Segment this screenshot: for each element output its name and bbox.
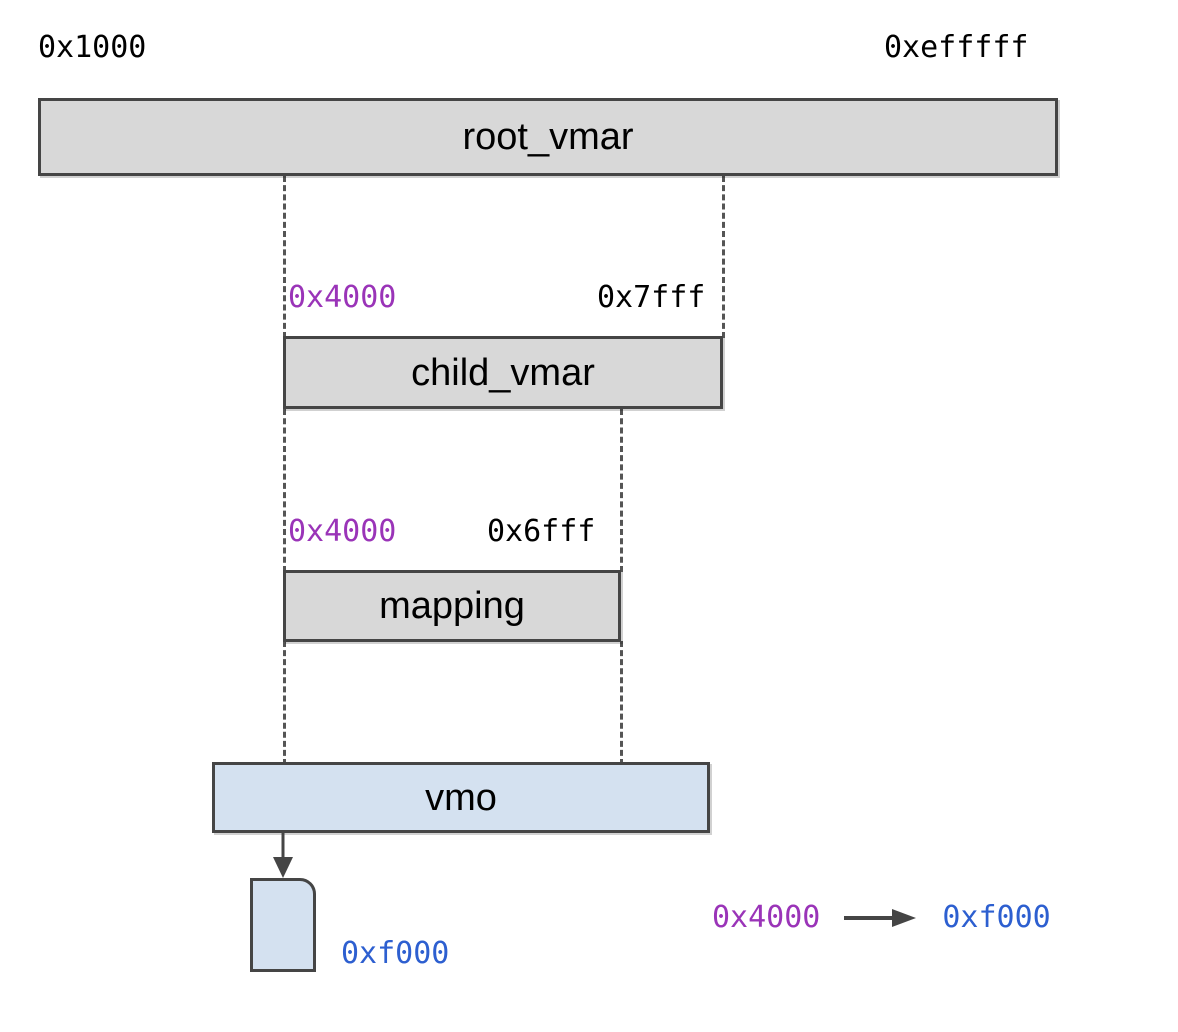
box-label-vmo: vmo: [425, 776, 497, 819]
box-label-mapping: mapping: [379, 585, 525, 627]
box-label-child-vmar: child_vmar: [411, 351, 595, 394]
address-label-mapping-end: 0x6fff: [487, 514, 596, 549]
box-page[interactable]: [250, 878, 316, 972]
address-label-page: 0xf000: [341, 936, 450, 971]
box-mapping[interactable]: mapping: [283, 570, 621, 642]
guide-line-right-lower: [620, 641, 623, 765]
guide-line-left-lower: [283, 641, 286, 765]
legend-to-address: 0xf000: [942, 900, 1051, 935]
box-vmo[interactable]: vmo: [212, 762, 710, 833]
address-label-root-end: 0xefffff: [884, 30, 1029, 65]
guide-line-left-middle: [283, 409, 286, 572]
address-label-root-start: 0x1000: [38, 30, 147, 65]
address-label-child-vmar-end: 0x7fff: [597, 280, 706, 315]
address-label-child-vmar-start: 0x4000: [288, 280, 397, 315]
guide-line-left-upper: [283, 176, 286, 338]
legend: 0x4000 0xf000: [712, 903, 1051, 933]
guide-line-right-middle: [620, 409, 623, 572]
box-label-root-vmar: root_vmar: [462, 116, 634, 158]
box-root-vmar[interactable]: root_vmar: [38, 98, 1058, 176]
box-child-vmar[interactable]: child_vmar: [283, 336, 723, 409]
guide-line-right-upper: [722, 176, 725, 338]
right-arrow-icon: [844, 909, 917, 927]
legend-from-address: 0x4000: [712, 900, 821, 935]
vmo-to-page-arrow-head: [273, 857, 293, 878]
address-label-mapping-start: 0x4000: [288, 514, 397, 549]
